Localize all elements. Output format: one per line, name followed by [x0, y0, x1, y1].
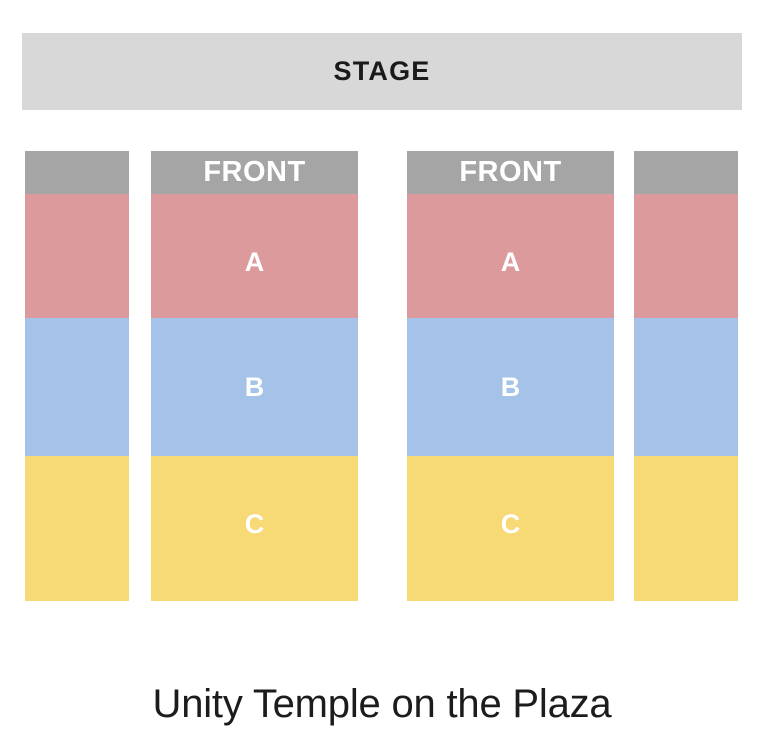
- tier-c-block[interactable]: [634, 456, 738, 601]
- venue-name-caption: Unity Temple on the Plaza: [152, 682, 612, 726]
- tier-a-block[interactable]: [25, 194, 129, 318]
- front-band: [25, 151, 129, 194]
- front-band: [634, 151, 738, 194]
- tier-c-block[interactable]: C: [151, 456, 358, 601]
- seating-section-left-main[interactable]: FRONT A B C: [151, 151, 358, 601]
- tier-c-block[interactable]: [25, 456, 129, 601]
- tier-b-block[interactable]: B: [151, 318, 358, 456]
- front-band: FRONT: [151, 151, 358, 194]
- tier-b-label: B: [244, 371, 265, 402]
- tier-a-block[interactable]: A: [151, 194, 358, 318]
- tier-b-block[interactable]: [25, 318, 129, 456]
- tier-b-block[interactable]: B: [407, 318, 614, 456]
- front-label: FRONT: [203, 155, 306, 188]
- seating-section-right-main[interactable]: FRONT A B C: [407, 151, 614, 601]
- tier-c-block[interactable]: C: [407, 456, 614, 601]
- front-label: FRONT: [459, 155, 562, 188]
- tier-a-label: A: [244, 246, 265, 277]
- seating-section-left-outer[interactable]: [25, 151, 129, 601]
- tier-b-block[interactable]: [634, 318, 738, 456]
- tier-a-block[interactable]: [634, 194, 738, 318]
- stage-label: STAGE: [333, 56, 431, 86]
- front-band: FRONT: [407, 151, 614, 194]
- tier-a-label: A: [500, 246, 521, 277]
- tier-b-label: B: [500, 371, 521, 402]
- stage-block: STAGE: [22, 33, 742, 110]
- tier-a-block[interactable]: A: [407, 194, 614, 318]
- tier-c-label: C: [244, 509, 265, 539]
- seating-section-right-outer[interactable]: [634, 151, 738, 601]
- tier-c-label: C: [500, 509, 521, 539]
